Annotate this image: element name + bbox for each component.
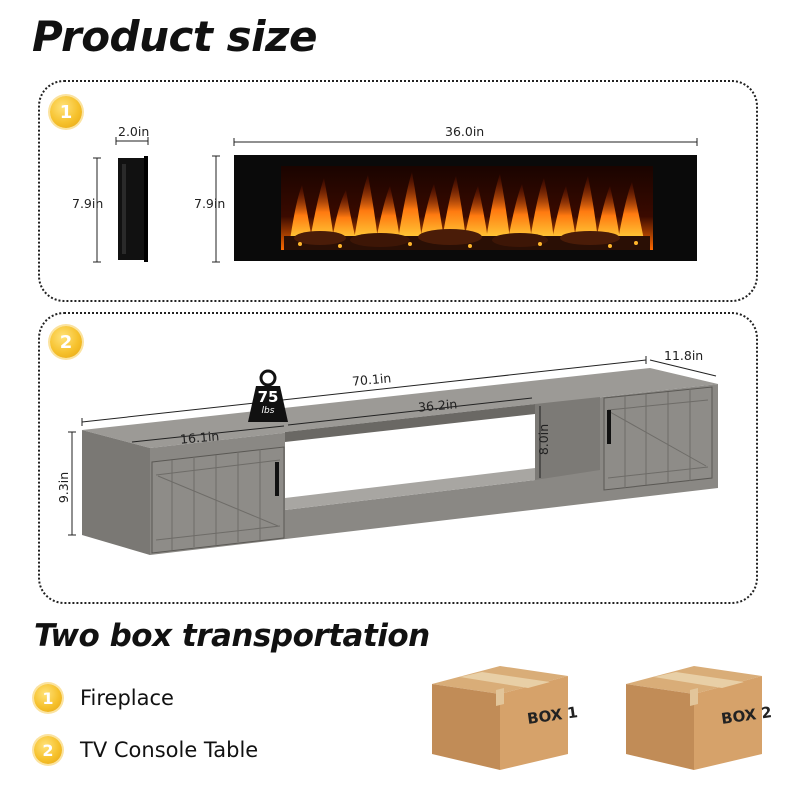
weight-unit: lbs [261,406,275,416]
section-badge-1: 1 [50,96,82,128]
page-title: Product size [32,12,317,61]
left-door [151,446,285,554]
tv-console-drawing [82,368,718,555]
tv-console-size-panel [38,312,758,604]
dim-width-label: 36.0in [445,124,485,139]
dim-side-height-label: 7.9in [72,196,104,211]
dim-line-side-height [93,157,101,263]
section-badge-2: 2 [50,326,82,358]
dim-depth-label: 2.0in [118,124,150,139]
dim-depth-label-2: 11.8in [664,348,704,363]
right-door [603,386,713,491]
box-2: BOX 2 [626,666,773,770]
transport-badge-1: 1 [34,684,62,712]
flames [290,172,644,240]
box-1: BOX 1 [432,666,579,770]
transport-item-tv-console: TV Console Table [80,738,259,762]
logs [284,229,650,250]
dim-front-height-label: 7.9in [194,196,226,211]
dim-line-width [233,138,698,146]
weight-value: 75 [257,388,279,406]
fireplace-front-view [234,155,697,261]
transport-badge-2: 2 [34,736,62,764]
dim-line-front-height [212,155,220,263]
fireplace-size-panel [38,80,758,302]
console-dim-lines [68,356,717,536]
dim-line-depth [115,137,149,145]
transport-item-fireplace: Fireplace [80,686,174,710]
dim-height-label: 9.3in [56,471,72,504]
dim-opening-height-label: 8.0in [536,423,552,456]
transport-title: Two box transportation [34,618,430,654]
fireplace-side-view [118,156,148,262]
weight-icon [248,369,288,422]
